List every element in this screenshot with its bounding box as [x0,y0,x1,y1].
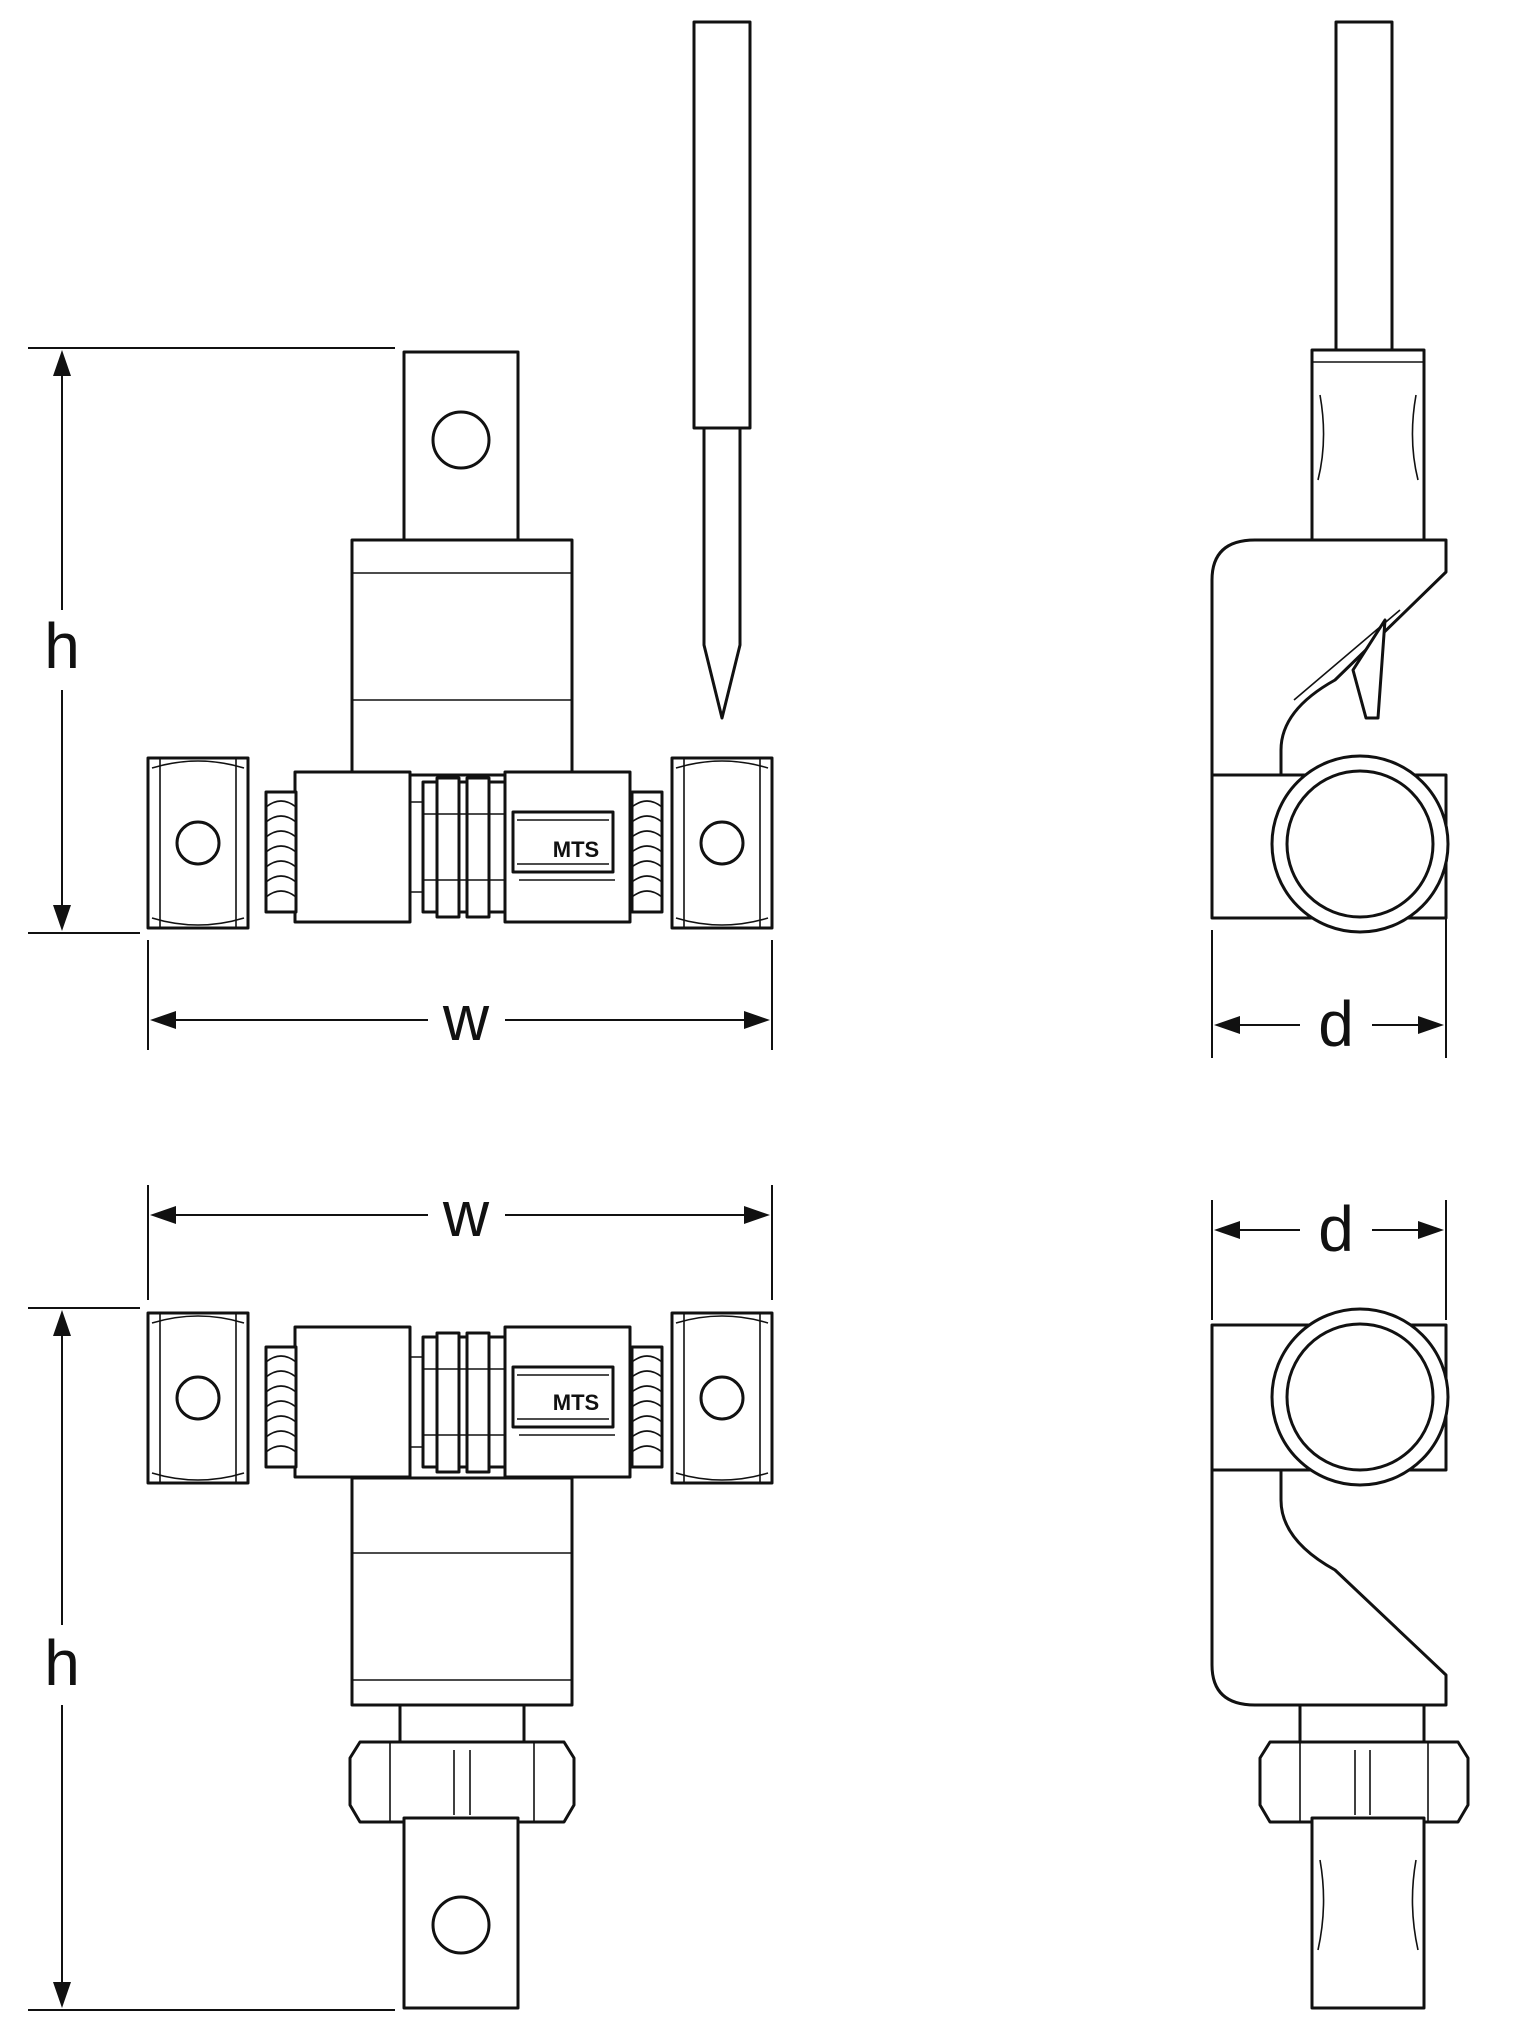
bottom-front-view: MTS [146,1311,774,2010]
height-dimension-top [28,347,395,934]
logo-text-bottom: MTS [553,1390,599,1415]
depth-label-bottom: d [1318,1193,1354,1265]
top-side-view [1210,20,1450,934]
probe-pin [692,20,752,720]
width-label-bottom: w [442,1178,490,1250]
bottom-side-view [1210,1307,1470,2010]
width-label-top: w [442,982,490,1054]
top-front-view: MTS [146,350,774,930]
height-label-bottom: h [44,1627,80,1699]
width-dimension-bottom [147,1185,773,1300]
width-dimension-top [147,940,773,1050]
height-label-top: h [44,610,80,682]
depth-label-top: d [1318,988,1354,1060]
depth-dimension-top [1211,880,1447,1058]
logo-text: MTS [553,837,599,862]
depth-dimension-bottom [1211,1200,1447,1320]
height-dimension-bottom [28,1307,395,2011]
